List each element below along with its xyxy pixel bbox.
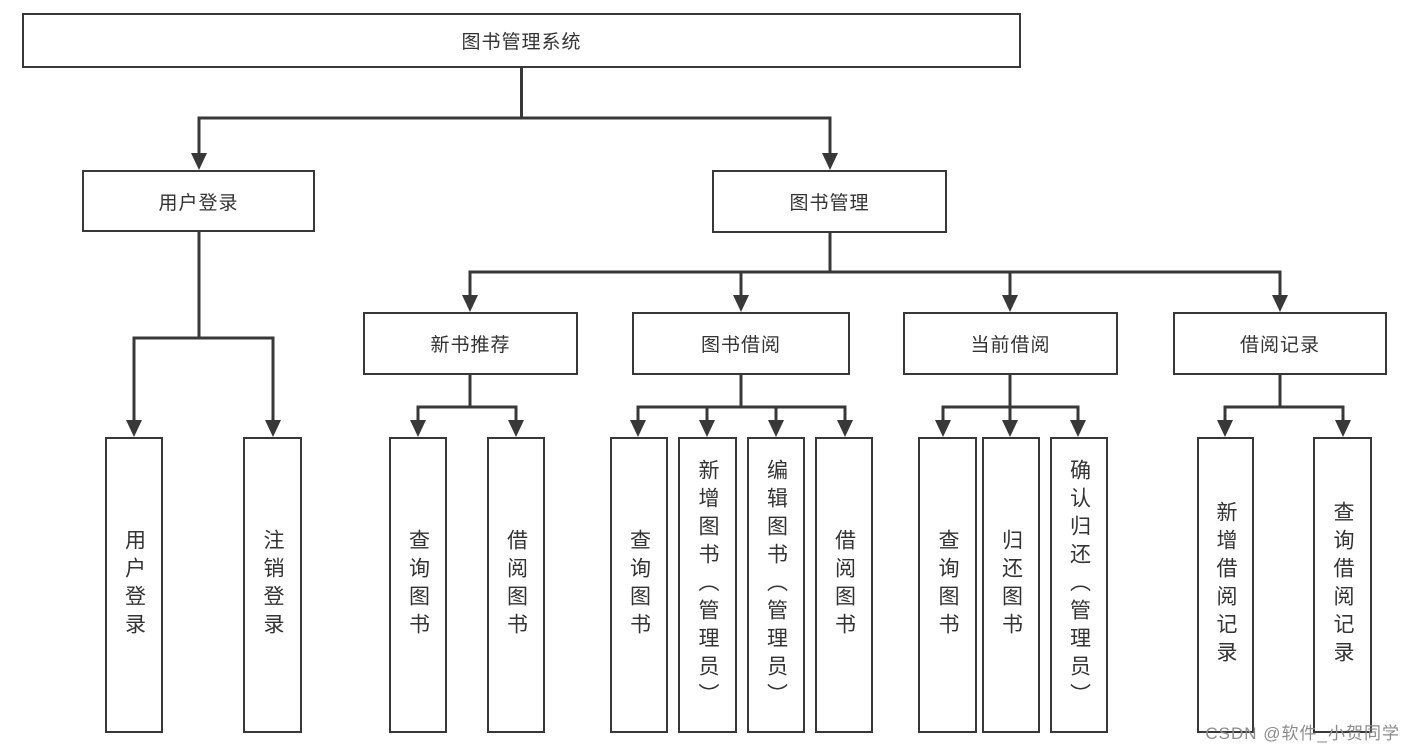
leaf-borrow-books-recommend: 借阅图书 xyxy=(487,437,545,733)
node-user-login: 用户登录 xyxy=(82,170,315,232)
leaf-query-books-recommend-label: 查询图书 xyxy=(406,529,430,641)
node-book-management: 图书管理 xyxy=(712,170,947,233)
leaf-query-books-borrow-label: 查询图书 xyxy=(627,529,651,641)
leaf-confirm-return-admin-label: 确认归还（管理员） xyxy=(1067,459,1091,711)
leaf-query-books-borrow: 查询图书 xyxy=(610,437,668,733)
node-library-management-system-label: 图书管理系统 xyxy=(461,32,582,53)
leaf-confirm-return-admin: 确认归还（管理员） xyxy=(1050,437,1108,733)
leaf-user-login: 用户登录 xyxy=(105,437,163,733)
arrowhead-icons xyxy=(126,153,1351,437)
node-current-borrowing: 当前借阅 xyxy=(903,312,1118,375)
node-book-borrowing-label: 图书借阅 xyxy=(700,335,781,356)
node-user-login-label: 用户登录 xyxy=(158,192,239,214)
leaf-return-books-label: 归还图书 xyxy=(999,529,1023,641)
node-book-management-label: 图书管理 xyxy=(789,193,870,214)
leaf-add-borrow-record-label: 新增借阅记录 xyxy=(1214,501,1237,669)
csdn-watermark: CSDN @软件_小贺同学 xyxy=(1205,724,1400,743)
leaf-edit-books-admin: 编辑图书（管理员） xyxy=(747,437,805,733)
leaf-query-books-current-label: 查询图书 xyxy=(936,529,959,641)
node-borrowing-records: 借阅记录 xyxy=(1173,312,1387,375)
leaf-return-books: 归还图书 xyxy=(982,437,1040,733)
node-book-borrowing: 图书借阅 xyxy=(632,312,850,375)
leaf-query-books-current: 查询图书 xyxy=(918,437,977,733)
leaf-query-books-recommend: 查询图书 xyxy=(389,437,447,733)
node-new-book-recommend-label: 新书推荐 xyxy=(430,335,511,356)
leaf-query-borrow-record-label: 查询借阅记录 xyxy=(1331,501,1354,669)
leaf-borrow-books-label: 借阅图书 xyxy=(832,529,856,641)
leaf-add-borrow-record: 新增借阅记录 xyxy=(1197,437,1254,733)
node-current-borrowing-label: 当前借阅 xyxy=(970,335,1051,356)
leaf-logout: 注销登录 xyxy=(243,437,302,733)
leaf-add-books-admin: 新增图书（管理员） xyxy=(678,437,737,733)
node-new-book-recommend: 新书推荐 xyxy=(363,312,578,375)
leaf-add-books-admin-label: 新增图书（管理员） xyxy=(696,459,719,711)
leaf-borrow-books-recommend-label: 借阅图书 xyxy=(504,529,528,641)
leaf-borrow-books: 借阅图书 xyxy=(815,437,873,733)
leaf-query-borrow-record: 查询借阅记录 xyxy=(1313,437,1372,733)
leaf-user-login-label: 用户登录 xyxy=(122,529,146,641)
leaf-logout-label: 注销登录 xyxy=(261,529,284,641)
node-library-management-system: 图书管理系统 xyxy=(22,13,1021,68)
node-borrowing-records-label: 借阅记录 xyxy=(1239,335,1320,356)
leaf-edit-books-admin-label: 编辑图书（管理员） xyxy=(764,459,788,711)
